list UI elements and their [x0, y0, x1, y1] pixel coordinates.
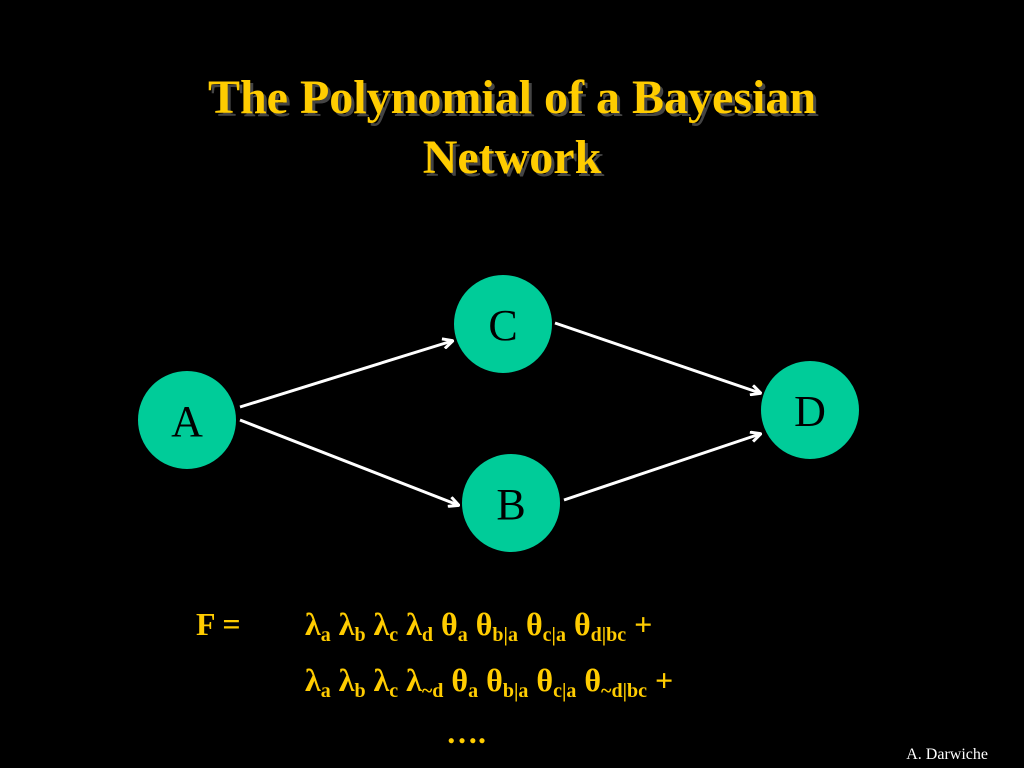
formula-ellipsis: ….	[446, 714, 486, 750]
edge-c-to-d	[554, 321, 760, 393]
formula-line-1-term-7: θd|bc	[573, 606, 626, 646]
formula-line-2-term-5-symbol: θ	[486, 662, 503, 698]
node-b-label: B	[496, 480, 525, 529]
formula-line-2-term-6-symbol: θ	[536, 662, 554, 698]
formula-line-2-term-0: λa	[305, 662, 331, 702]
formula-line-2-plus: +	[654, 662, 674, 698]
formula-line-2-term-0-subscript: a	[320, 680, 331, 702]
formula-line-1-term-4-symbol: θ	[441, 606, 458, 642]
formula-line-1-term-6-symbol: θ	[525, 606, 543, 642]
node-c-circle	[452, 273, 554, 375]
node-d: D	[759, 359, 861, 461]
formula-line-2-term-3-symbol: λ	[406, 662, 422, 698]
formula-line-2-terms: λa λb λc λ~d θa θb|a θc|a θ~d|bc	[305, 662, 655, 702]
formula-line-1-term-7-symbol: θ	[573, 606, 591, 642]
formula-line-2-term-1: λb	[338, 662, 366, 702]
formula-line-2-term-1-symbol: λ	[338, 662, 355, 698]
formula-line-1-term-4-subscript: a	[457, 624, 468, 646]
formula-line-2-term-6: θc|a	[536, 662, 576, 702]
formula-line-1-term-2-subscript: c	[389, 624, 399, 646]
formula-line-1-term-2: λc	[373, 606, 399, 646]
formula-line-1-term-1-symbol: λ	[338, 606, 355, 642]
formula-line-2-term-5: θb|a	[486, 662, 528, 702]
formula-line-2-term-4-symbol: θ	[451, 662, 469, 698]
formula-line-1-term-2-symbol: λ	[373, 606, 390, 642]
formula-line-2-term-4: θa	[451, 662, 478, 702]
formula-line-1-term-5-symbol: θ	[475, 606, 493, 642]
formula-line-1-plus: +	[634, 606, 653, 642]
formula-line-2-term-7: θ~d|bc	[584, 662, 647, 702]
formula-line-1-term-5: θb|a	[475, 606, 518, 646]
formula-line-1-term-4: θa	[441, 606, 468, 646]
formula-line-1-term-6-subscript: c|a	[542, 624, 566, 646]
formula-line-1: λa λb λc λd θa θb|a θc|a θd|bc +	[305, 606, 652, 647]
edge-a-to-b	[239, 418, 458, 505]
formula-line-1-term-3: λd	[406, 606, 433, 646]
formula-line-2-term-3-subscript: ~d	[421, 680, 444, 702]
formula-line-2-term-1-subscript: b	[354, 680, 366, 702]
node-d-label: D	[794, 387, 826, 436]
formula-line-1-term-5-subscript: b|a	[492, 624, 518, 646]
formula-line-2-term-4-subscript: a	[468, 680, 479, 702]
node-a-label: A	[171, 397, 203, 446]
formula-line-1-term-3-subscript: d	[421, 624, 434, 646]
formula-line-1-term-0-symbol: λ	[305, 606, 321, 642]
slide-title: The Polynomial of a Bayesian Network	[0, 68, 1024, 188]
node-a: A	[136, 369, 238, 471]
formula-line-2-term-7-symbol: θ	[584, 662, 602, 698]
formula-line-2: λa λb λc λ~d θa θb|a θc|a θ~d|bc +	[305, 662, 673, 703]
formula-line-2-term-3: λ~d	[406, 662, 443, 702]
formula-line-2-term-2-symbol: λ	[373, 662, 390, 698]
node-d-circle	[759, 359, 861, 461]
formula-line-1-term-3-symbol: λ	[406, 606, 422, 642]
edge-a-to-c	[239, 341, 452, 409]
edge-b-to-d	[563, 434, 760, 502]
formula-line-2-term-2-subscript: c	[389, 680, 399, 702]
formula-line-2-term-5-subscript: b|a	[502, 680, 529, 702]
formula-line-2-term-6-subscript: c|a	[553, 680, 577, 702]
formula-line-2-term-7-subscript: ~d|bc	[601, 680, 647, 702]
title-line-1: The Polynomial of a Bayesian	[207, 71, 817, 124]
node-a-circle	[136, 369, 238, 471]
node-b: B	[460, 452, 562, 554]
title-line-2: Network	[422, 131, 602, 184]
formula-line-1-term-0-subscript: a	[320, 624, 331, 646]
formula-line-1-terms: λa λb λc λd θa θb|a θc|a θd|bc	[305, 606, 634, 646]
node-b-circle	[460, 452, 562, 554]
formula-lhs: F =	[196, 606, 241, 642]
formula-line-2-term-2: λc	[373, 662, 399, 702]
formula-line-1-term-1: λb	[338, 606, 366, 646]
formula-line-1-term-1-subscript: b	[354, 624, 366, 646]
node-c-label: C	[488, 301, 517, 350]
author-credit: A. Darwiche	[906, 746, 988, 763]
formula-line-2-term-0-symbol: λ	[305, 662, 321, 698]
formula-line-1-term-0: λa	[305, 606, 331, 646]
formula-line-1-term-6: θc|a	[525, 606, 566, 646]
formula-line-1-term-7-subscript: d|bc	[590, 624, 627, 646]
node-c: C	[452, 273, 554, 375]
